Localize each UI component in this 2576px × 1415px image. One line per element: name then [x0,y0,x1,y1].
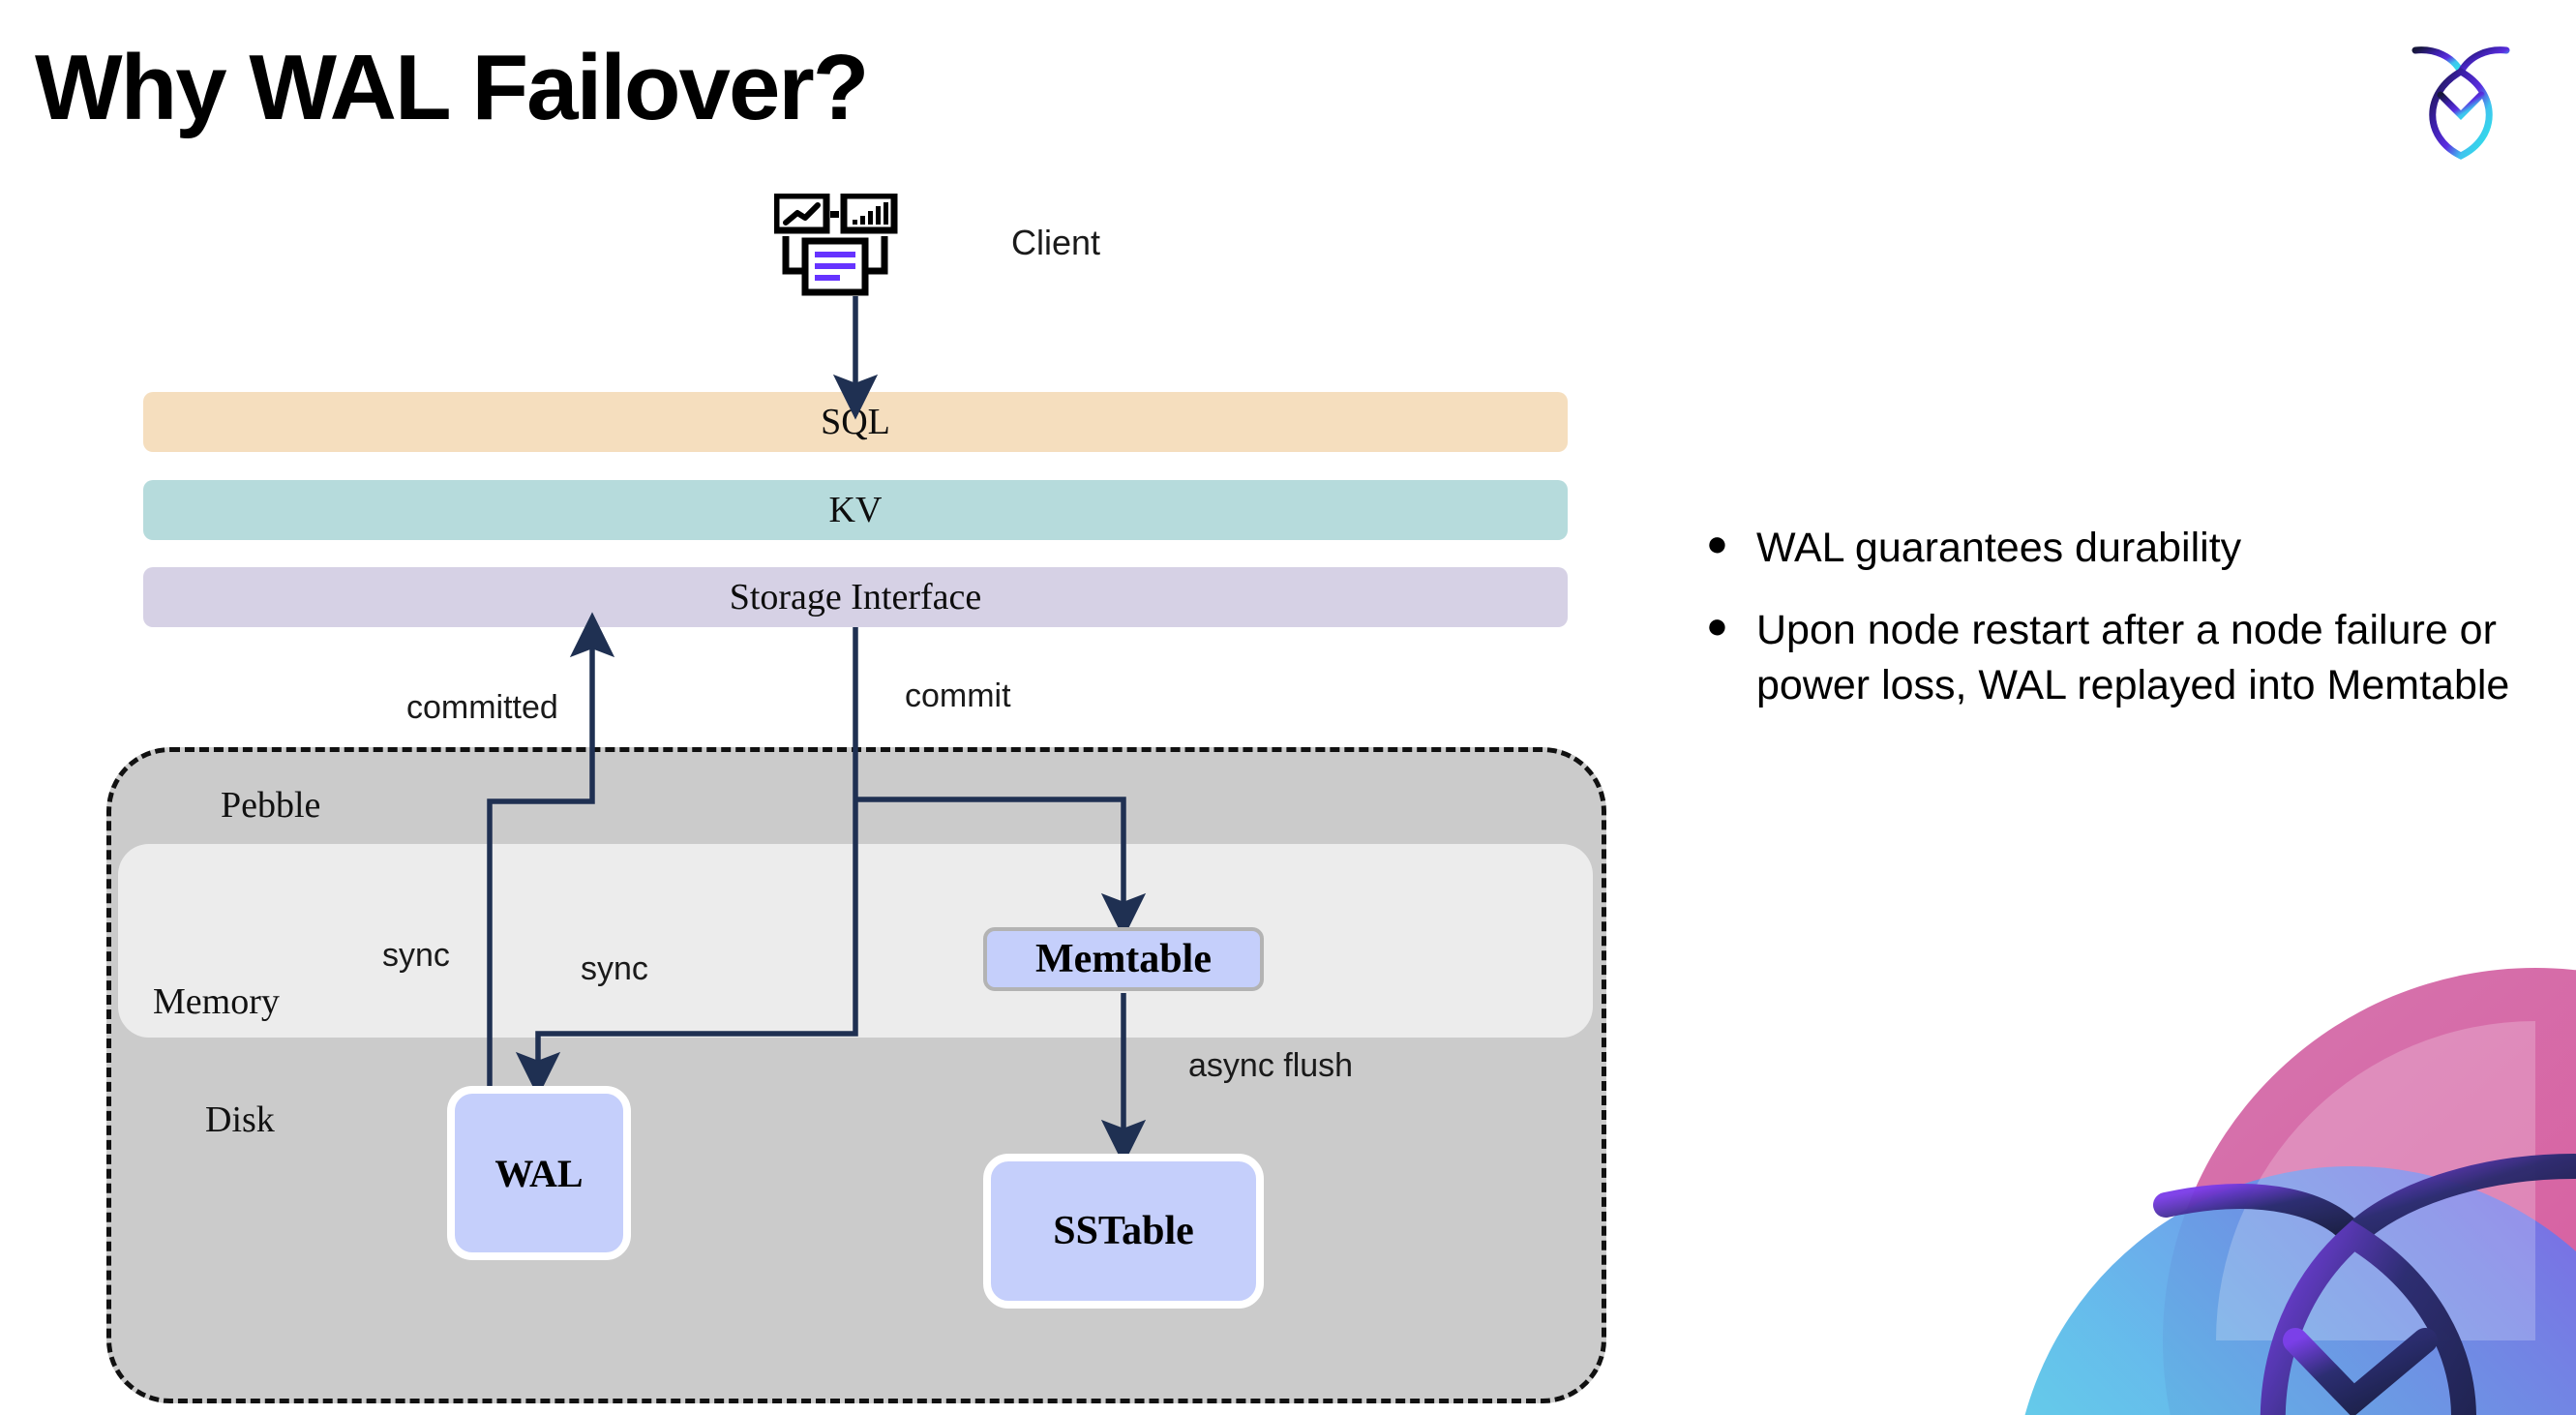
bullet-text: Upon node restart after a node failure o… [1756,606,2510,708]
node-sstable: SSTable [983,1154,1264,1309]
bullet-text: WAL guarantees durability [1756,525,2242,571]
client-label: Client [1011,223,1101,262]
bullet-list: ● WAL guarantees durability ● Upon node … [1698,521,2531,739]
layer-label-sql: SQL [821,402,890,442]
list-item: ● Upon node restart after a node failure… [1698,603,2531,713]
memory-region [118,844,1593,1038]
node-label-wal: WAL [494,1151,584,1195]
edge-label-committed: committed [406,689,558,726]
edge-label-async-flush: async flush [1188,1047,1354,1084]
layer-bar-kv: KV [143,480,1568,540]
page-title: Why WAL Failover? [35,36,869,139]
edge-label-sync-2: sync [581,950,648,987]
node-label-memtable: Memtable [1035,937,1212,981]
node-memtable: Memtable [983,927,1264,991]
node-label-sstable: SSTable [1053,1209,1194,1253]
layer-label-kv: KV [828,490,883,530]
node-wal: WAL [447,1086,631,1260]
bullet-marker-icon: ● [1706,605,1728,647]
disk-label: Disk [205,1099,275,1140]
memory-label: Memory [153,981,280,1022]
client-dashboard-icon [772,192,929,300]
brand-watermark-decoration [1955,924,2576,1415]
layer-bar-sql: SQL [143,392,1568,452]
layer-label-storage-interface: Storage Interface [729,577,982,617]
bullet-marker-icon: ● [1706,524,1728,564]
cockroachdb-logo [2402,29,2520,161]
edge-label-commit: commit [905,677,1011,714]
list-item: ● WAL guarantees durability [1698,521,2531,576]
layer-bar-storage-interface: Storage Interface [143,567,1568,627]
pebble-label: Pebble [221,785,321,826]
edge-label-sync-1: sync [382,937,450,974]
